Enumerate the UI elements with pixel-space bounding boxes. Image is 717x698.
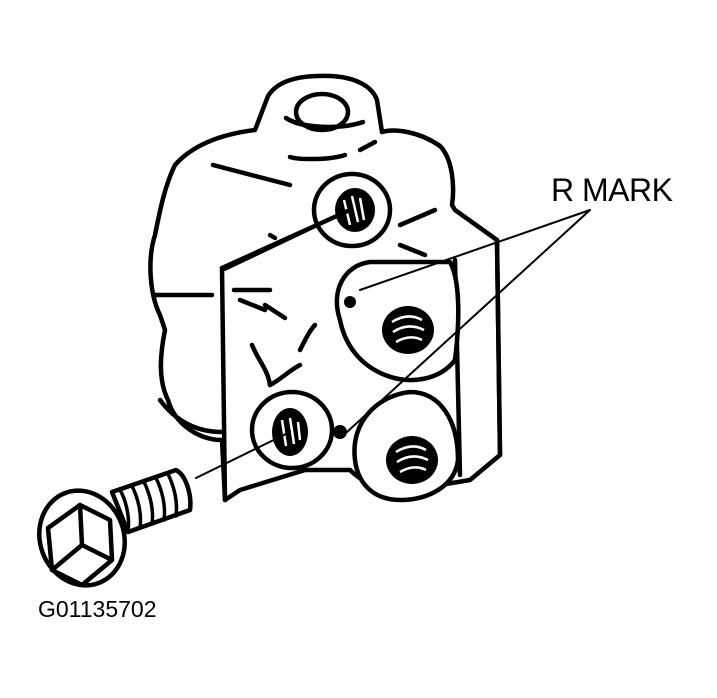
r-mark-port-lower [333,389,461,503]
bolt-alignment-line [195,431,291,479]
top-port [283,91,378,162]
body-contours [152,162,438,435]
lower-left-port [249,389,335,471]
upper-alignment-line [224,212,346,271]
r-mark-label: R MARK [551,172,673,208]
mounting-bolt [37,467,193,588]
r-mark-leaders [346,209,591,433]
r-mark-port-upper [334,259,461,383]
figure-id-label: G01135702 [38,596,157,622]
